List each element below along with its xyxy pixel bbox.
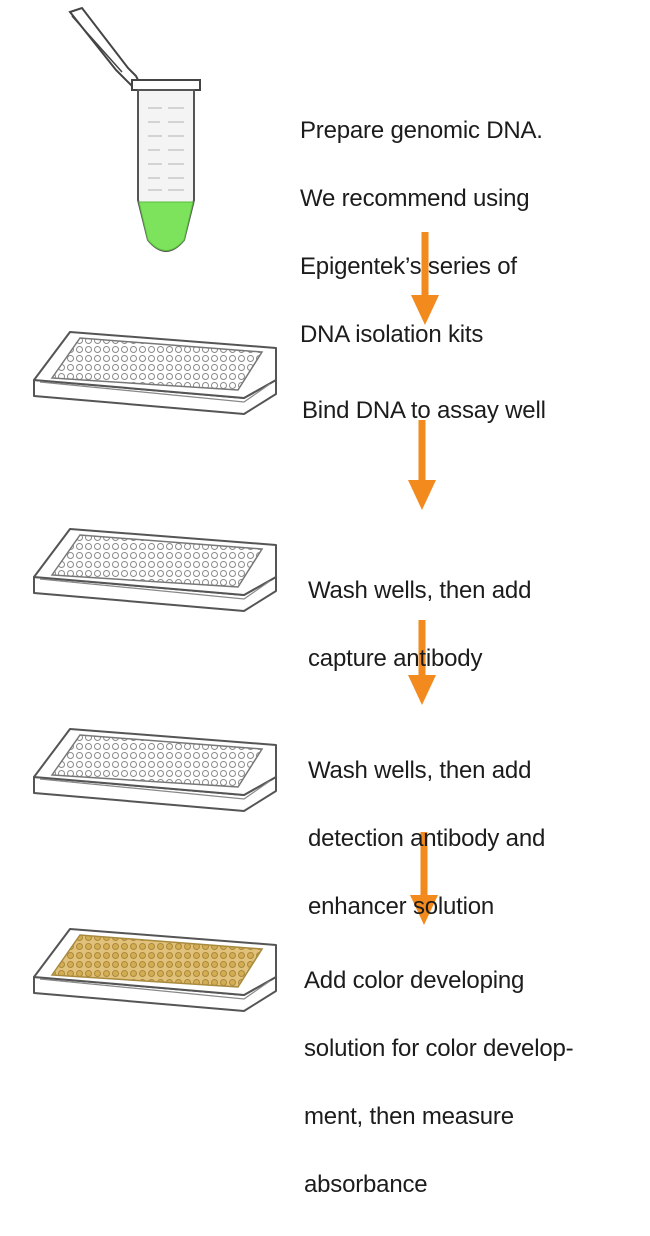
step-1-line-2: We recommend using	[300, 185, 530, 212]
step-4-line-3: enhancer solution	[308, 893, 495, 920]
step-1-text: Prepare genomic DNA. We recommend using …	[300, 80, 543, 386]
plate-wells	[50, 734, 264, 788]
plate-wells-colored	[50, 934, 264, 988]
step-1-line-4: DNA isolation kits	[300, 321, 484, 348]
step-3-line-1: Wash wells, then add	[308, 577, 532, 604]
plate-rim-line	[39, 778, 271, 800]
step-4-text: Wash wells, then add detection antibody …	[308, 720, 545, 958]
down-arrow-icon	[408, 620, 436, 705]
plate-rim-line	[39, 978, 271, 1000]
plate-rim-line	[39, 578, 271, 600]
plate-wells	[50, 534, 264, 588]
arrow-shaft	[420, 832, 428, 899]
down-arrow-icon	[408, 420, 436, 510]
step-5-line-4: absorbance	[304, 1171, 428, 1198]
step-4-line-1: Wash wells, then add	[308, 757, 532, 784]
assay-plate-icon	[33, 728, 277, 812]
workflow-diagram	[33, 6, 439, 1012]
step-2-line-1: Bind DNA to assay well	[302, 397, 546, 424]
arrow-head	[410, 895, 438, 925]
step-1-line-3: Epigentek’s series of	[300, 253, 517, 280]
plate-rim-line	[39, 381, 271, 403]
assay-plate-icon	[33, 528, 277, 612]
step-5-line-3: ment, then measure	[304, 1103, 514, 1130]
step-1-line-1: Prepare genomic DNA.	[300, 117, 543, 144]
tube-cap-line	[71, 15, 123, 73]
down-arrow-icon	[410, 832, 438, 925]
microcentrifuge-tube-icon	[68, 6, 201, 252]
step-4-line-2: detection antibody and	[308, 825, 546, 852]
arrow-head	[408, 480, 436, 510]
tube-rim	[131, 79, 201, 91]
arrow-head	[411, 295, 439, 325]
step-3-line-2: capture antibody	[308, 645, 483, 672]
assay-plates	[33, 331, 277, 1012]
step-2-text: Bind DNA to assay well	[302, 360, 546, 462]
step-3-text: Wash wells, then add capture antibody	[308, 540, 531, 710]
step-arrows	[408, 232, 439, 925]
arrow-shaft	[418, 420, 426, 484]
tube-graduations	[148, 107, 184, 191]
arrow-shaft	[418, 620, 426, 679]
step-5-line-2: solution for color develop-	[304, 1035, 574, 1062]
plate-wells	[50, 337, 264, 391]
tube-liquid	[138, 201, 194, 251]
down-arrow-icon	[411, 232, 439, 325]
step-5-text: Add color developing solution for color …	[304, 930, 574, 1236]
tube-cap-strap	[68, 6, 142, 88]
arrow-head	[408, 675, 436, 705]
assay-plate-icon	[33, 331, 277, 415]
step-5-line-1: Add color developing	[304, 967, 525, 994]
arrow-shaft	[421, 232, 429, 299]
assay-plate-icon	[33, 928, 277, 1012]
